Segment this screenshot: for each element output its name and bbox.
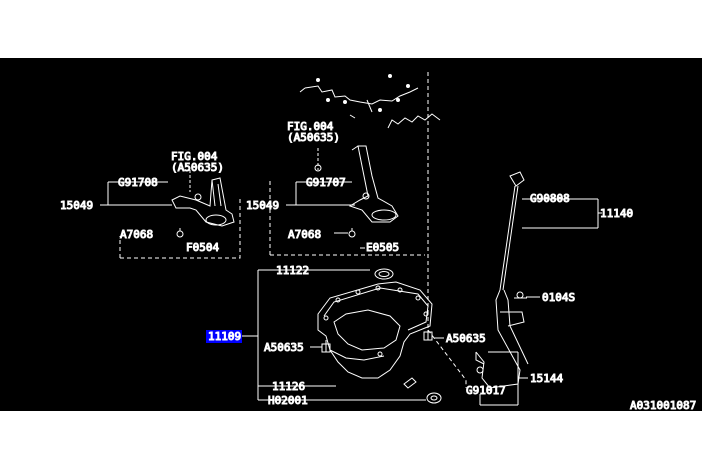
engine-block-outline bbox=[299, 74, 441, 129]
left-strainer-assembly bbox=[100, 170, 241, 259]
label-11122: 11122 bbox=[276, 264, 309, 277]
label-h02001: H02001 bbox=[268, 394, 308, 407]
highlight-11109 bbox=[206, 330, 242, 343]
label-footer-code: A031001087 bbox=[630, 399, 696, 411]
parts-diagram-panel: FIG.004 (A50635) G91708 15049 A7068 F050… bbox=[0, 58, 702, 411]
dipstick-assembly bbox=[475, 171, 529, 389]
label-a7068-left: A7068 bbox=[120, 228, 153, 241]
label-g91707: G91707 bbox=[306, 176, 346, 189]
label-15049-left: 15049 bbox=[60, 199, 93, 212]
label-fig004-mid: FIG.004 bbox=[287, 120, 334, 133]
label-g91017: G91017 bbox=[466, 384, 506, 397]
label-11126: 11126 bbox=[272, 380, 305, 393]
label-0104s: 0104S bbox=[542, 291, 575, 304]
label-a50635-left: A50635 bbox=[264, 341, 304, 354]
middle-strainer-assembly bbox=[269, 145, 425, 256]
label-a50635-right: A50635 bbox=[446, 332, 486, 345]
label-g91708: G91708 bbox=[118, 176, 158, 189]
oil-pan bbox=[317, 268, 442, 404]
label-fig004-mid-sub: (A50635) bbox=[287, 131, 340, 144]
label-g90808: G90808 bbox=[530, 192, 570, 205]
label-e0505: E0505 bbox=[366, 241, 399, 254]
label-a7068-mid: A7068 bbox=[288, 228, 321, 241]
label-11140: 11140 bbox=[600, 207, 633, 220]
label-15049-mid: 15049 bbox=[246, 199, 279, 212]
leader-lines bbox=[242, 198, 602, 406]
label-f0504: F0504 bbox=[186, 241, 219, 254]
label-fig004-left-sub: (A50635) bbox=[171, 161, 224, 174]
label-15144: 15144 bbox=[530, 372, 563, 385]
label-11109[interactable]: 11109 bbox=[208, 330, 242, 344]
label-fig004-left: FIG.004 bbox=[171, 150, 218, 163]
parts-diagram: FIG.004 (A50635) G91708 15049 A7068 F050… bbox=[60, 72, 697, 411]
